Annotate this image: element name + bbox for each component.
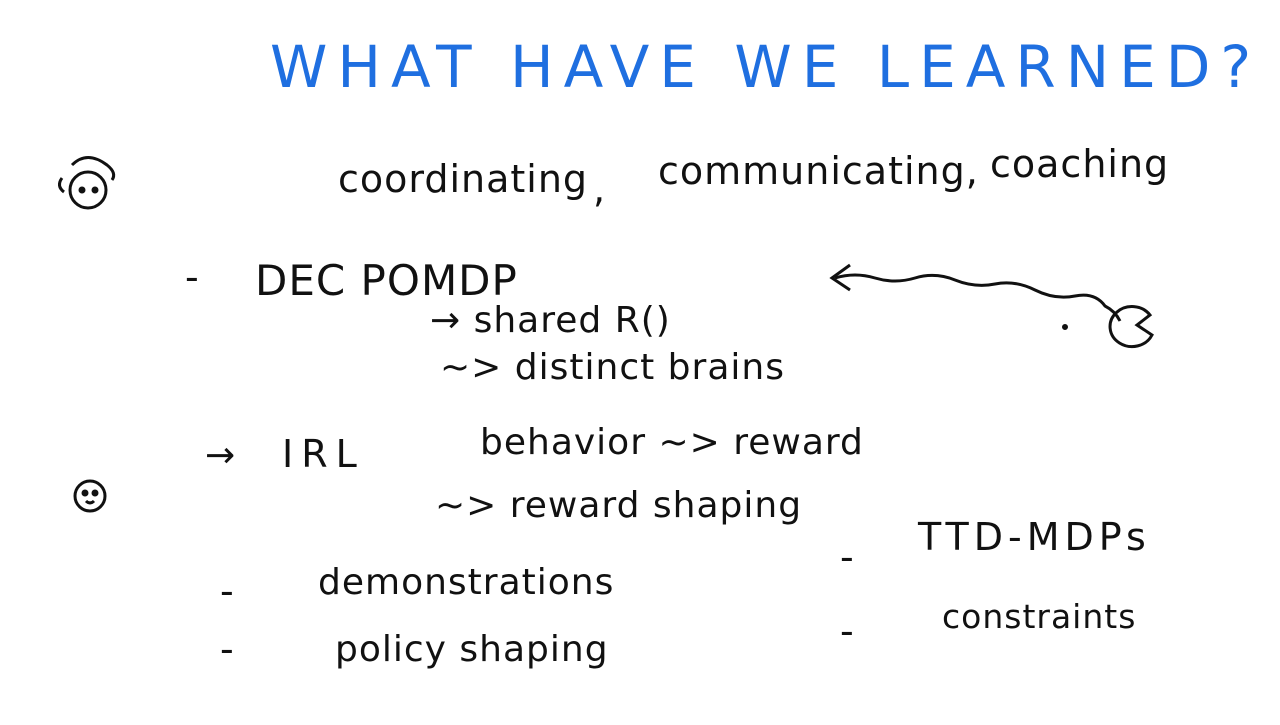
topic-coordinating: coordinating xyxy=(338,157,589,201)
page-title: WHAT HAVE WE LEARNED? xyxy=(270,33,1262,101)
list-item-constraints: constraints xyxy=(942,597,1137,636)
bullet: - xyxy=(220,627,235,671)
dec-pomdp-distinct-brains: ~> distinct brains xyxy=(440,347,785,388)
pacman-doodle-icon xyxy=(1062,305,1154,348)
dec-pomdp-shared-reward: → shared R() xyxy=(430,300,671,341)
bullet: - xyxy=(840,535,855,579)
irl-label: IRL xyxy=(282,432,365,476)
irl-reward-shaping: ~> reward shaping xyxy=(435,485,803,526)
topic-coaching: coaching xyxy=(990,142,1170,186)
dec-pomdp-label: DEC POMDP xyxy=(255,256,518,305)
small-face-doodle-icon xyxy=(73,479,107,513)
irl-relation: behavior ~> reward xyxy=(480,422,864,463)
bullet: - xyxy=(220,569,235,613)
bullet: - xyxy=(185,255,200,299)
squiggle-arrow-icon xyxy=(829,263,1122,322)
list-item-ttd-mdps: TTD-MDPs xyxy=(918,515,1151,559)
bullet: → xyxy=(205,435,237,476)
face-doodle-icon xyxy=(57,156,116,210)
list-item-demonstrations: demonstrations xyxy=(318,562,615,603)
topic-communicating: communicating, xyxy=(658,149,979,193)
topic-comma: , xyxy=(593,167,607,211)
list-item-policy-shaping: policy shaping xyxy=(335,629,609,670)
bullet: - xyxy=(840,609,855,653)
